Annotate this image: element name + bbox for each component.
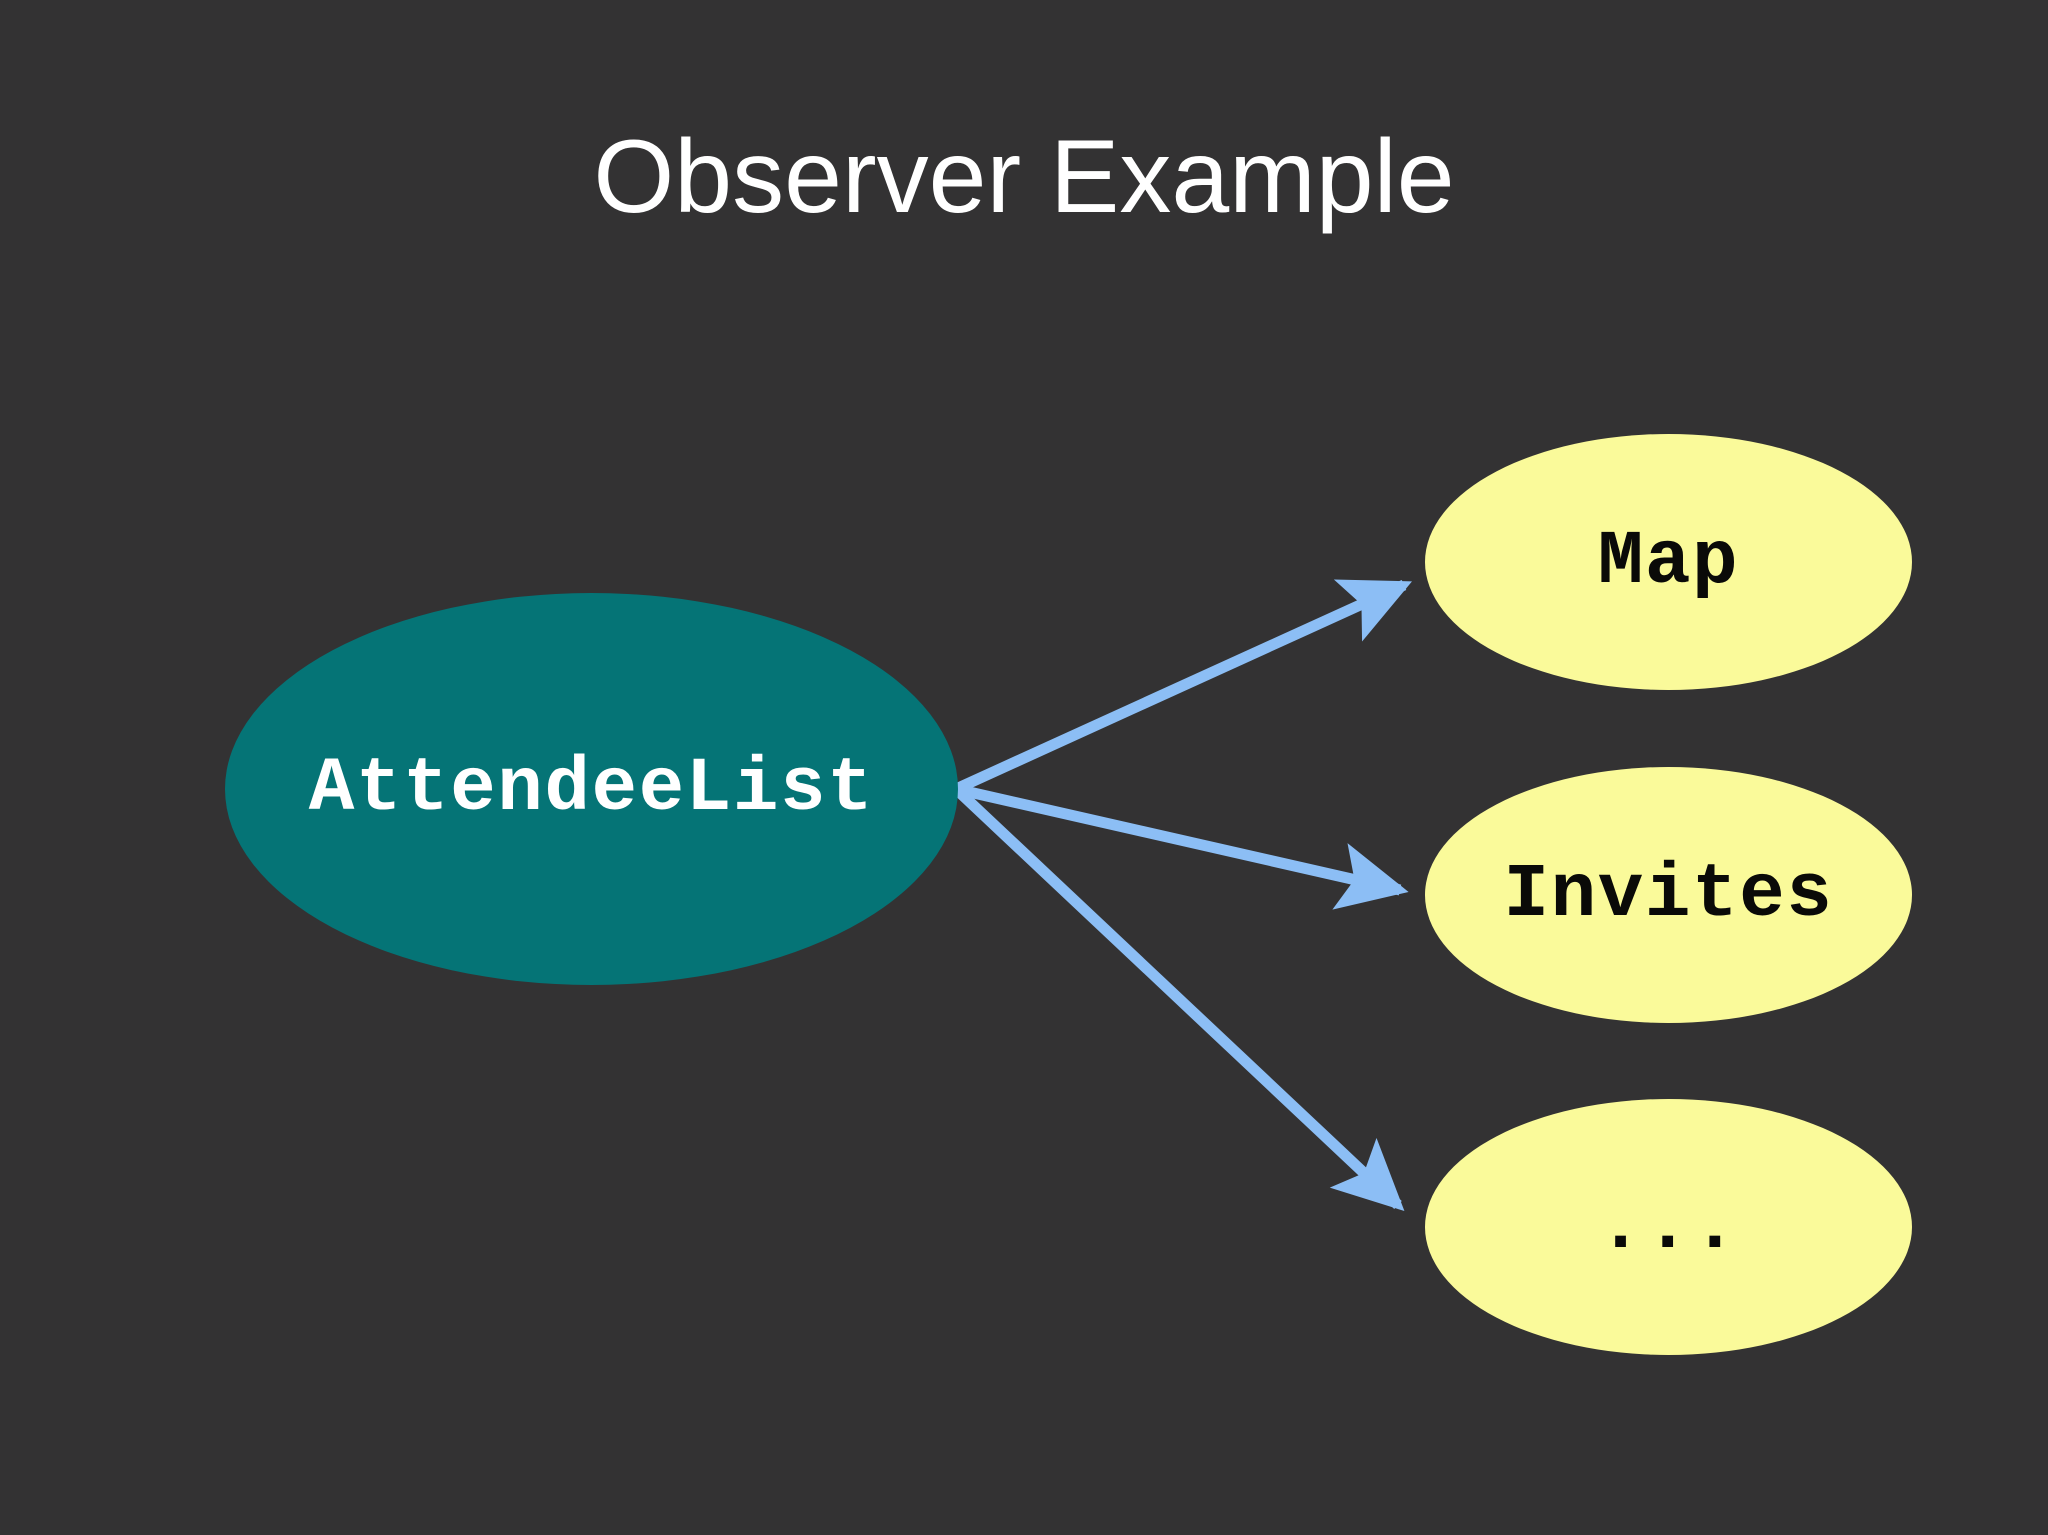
connector-arrow-map [953, 579, 1413, 795]
node-invites[interactable]: Invites [1425, 767, 1912, 1023]
node-map-label: Map [1597, 519, 1740, 605]
node-attendeelist-label: AttendeeList [308, 746, 875, 832]
node-invites-label: Invites [1503, 852, 1834, 938]
node-map[interactable]: Map [1425, 434, 1912, 690]
node-ellipsis[interactable]: ... [1425, 1099, 1912, 1355]
node-ellipsis-label: ... [1597, 1184, 1740, 1270]
connector-arrow-ellipsis [952, 784, 1405, 1212]
connector-arrow-invites [954, 783, 1409, 910]
page-title: Observer Example [593, 119, 1455, 235]
node-attendeelist[interactable]: AttendeeList [225, 593, 958, 985]
